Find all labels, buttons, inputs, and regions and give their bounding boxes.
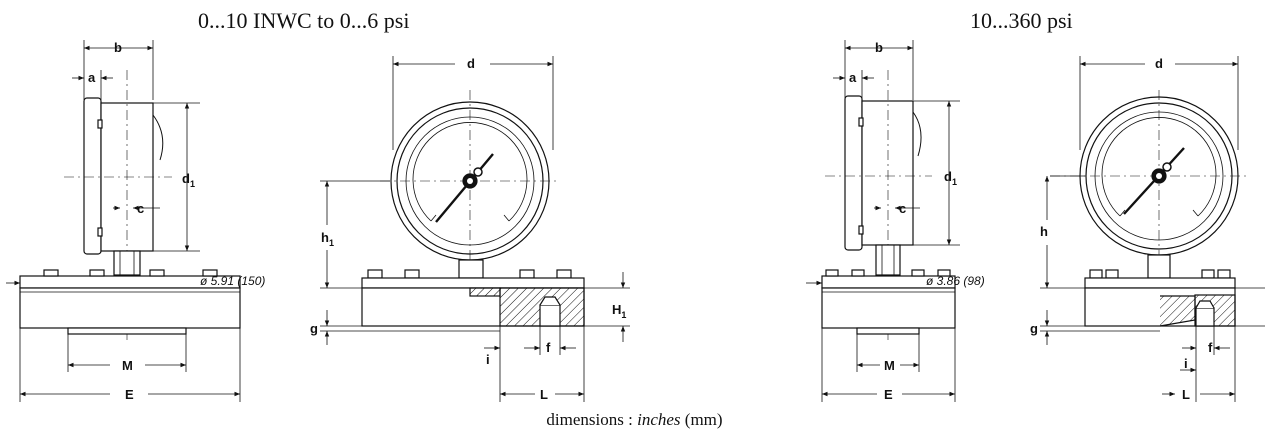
technical-drawing: b a d1 c ø 5.91 (150) M E xyxy=(6,40,1265,402)
label-L-left-front: L xyxy=(540,387,548,402)
label-L-right-front: L xyxy=(1182,387,1190,402)
caption-prefix: dimensions : xyxy=(546,410,638,429)
label-d1-right-side: d1 xyxy=(944,169,957,187)
label-d-left-front: d xyxy=(467,56,475,71)
dimensions-caption: dimensions : inches (mm) xyxy=(0,410,1269,430)
label-diameter-left: ø 5.91 (150) xyxy=(200,274,265,288)
label-M-left-side: M xyxy=(122,358,133,373)
label-i-left-front: i xyxy=(486,352,490,367)
label-H1-left-front: H1 xyxy=(612,302,626,320)
label-c-left-side: c xyxy=(137,201,144,216)
label-M-right-side: M xyxy=(884,358,895,373)
label-b-left-side: b xyxy=(114,40,122,55)
label-g-left-front: g xyxy=(310,321,318,336)
label-d1-left-side: d1 xyxy=(182,171,195,189)
label-c-right-side: c xyxy=(899,201,906,216)
title-left: 0...10 INWC to 0...6 psi xyxy=(198,8,410,33)
caption-unit: inches xyxy=(637,410,681,429)
label-d-right-front: d xyxy=(1155,56,1163,71)
label-f-right-front: f xyxy=(1208,340,1213,355)
label-diameter-right: ø 3.86 (98) xyxy=(926,274,985,288)
label-E-right-side: E xyxy=(884,387,893,402)
caption-suffix: (mm) xyxy=(680,410,723,429)
left-front-view xyxy=(320,56,630,402)
label-h1-left-front: h1 xyxy=(321,230,334,248)
label-E-left-side: E xyxy=(125,387,134,402)
label-g-right-front: g xyxy=(1030,321,1038,336)
label-f-left-front: f xyxy=(546,340,551,355)
title-right: 10...360 psi xyxy=(970,8,1073,33)
label-h-right-front: h xyxy=(1040,224,1048,239)
label-a-right-side: a xyxy=(849,70,857,85)
label-a-left-side: a xyxy=(88,70,96,85)
right-side-view xyxy=(806,40,960,402)
left-side-view xyxy=(6,40,241,402)
label-b-right-side: b xyxy=(875,40,883,55)
right-front-view xyxy=(1040,56,1265,402)
label-i-right-front: i xyxy=(1184,356,1188,371)
